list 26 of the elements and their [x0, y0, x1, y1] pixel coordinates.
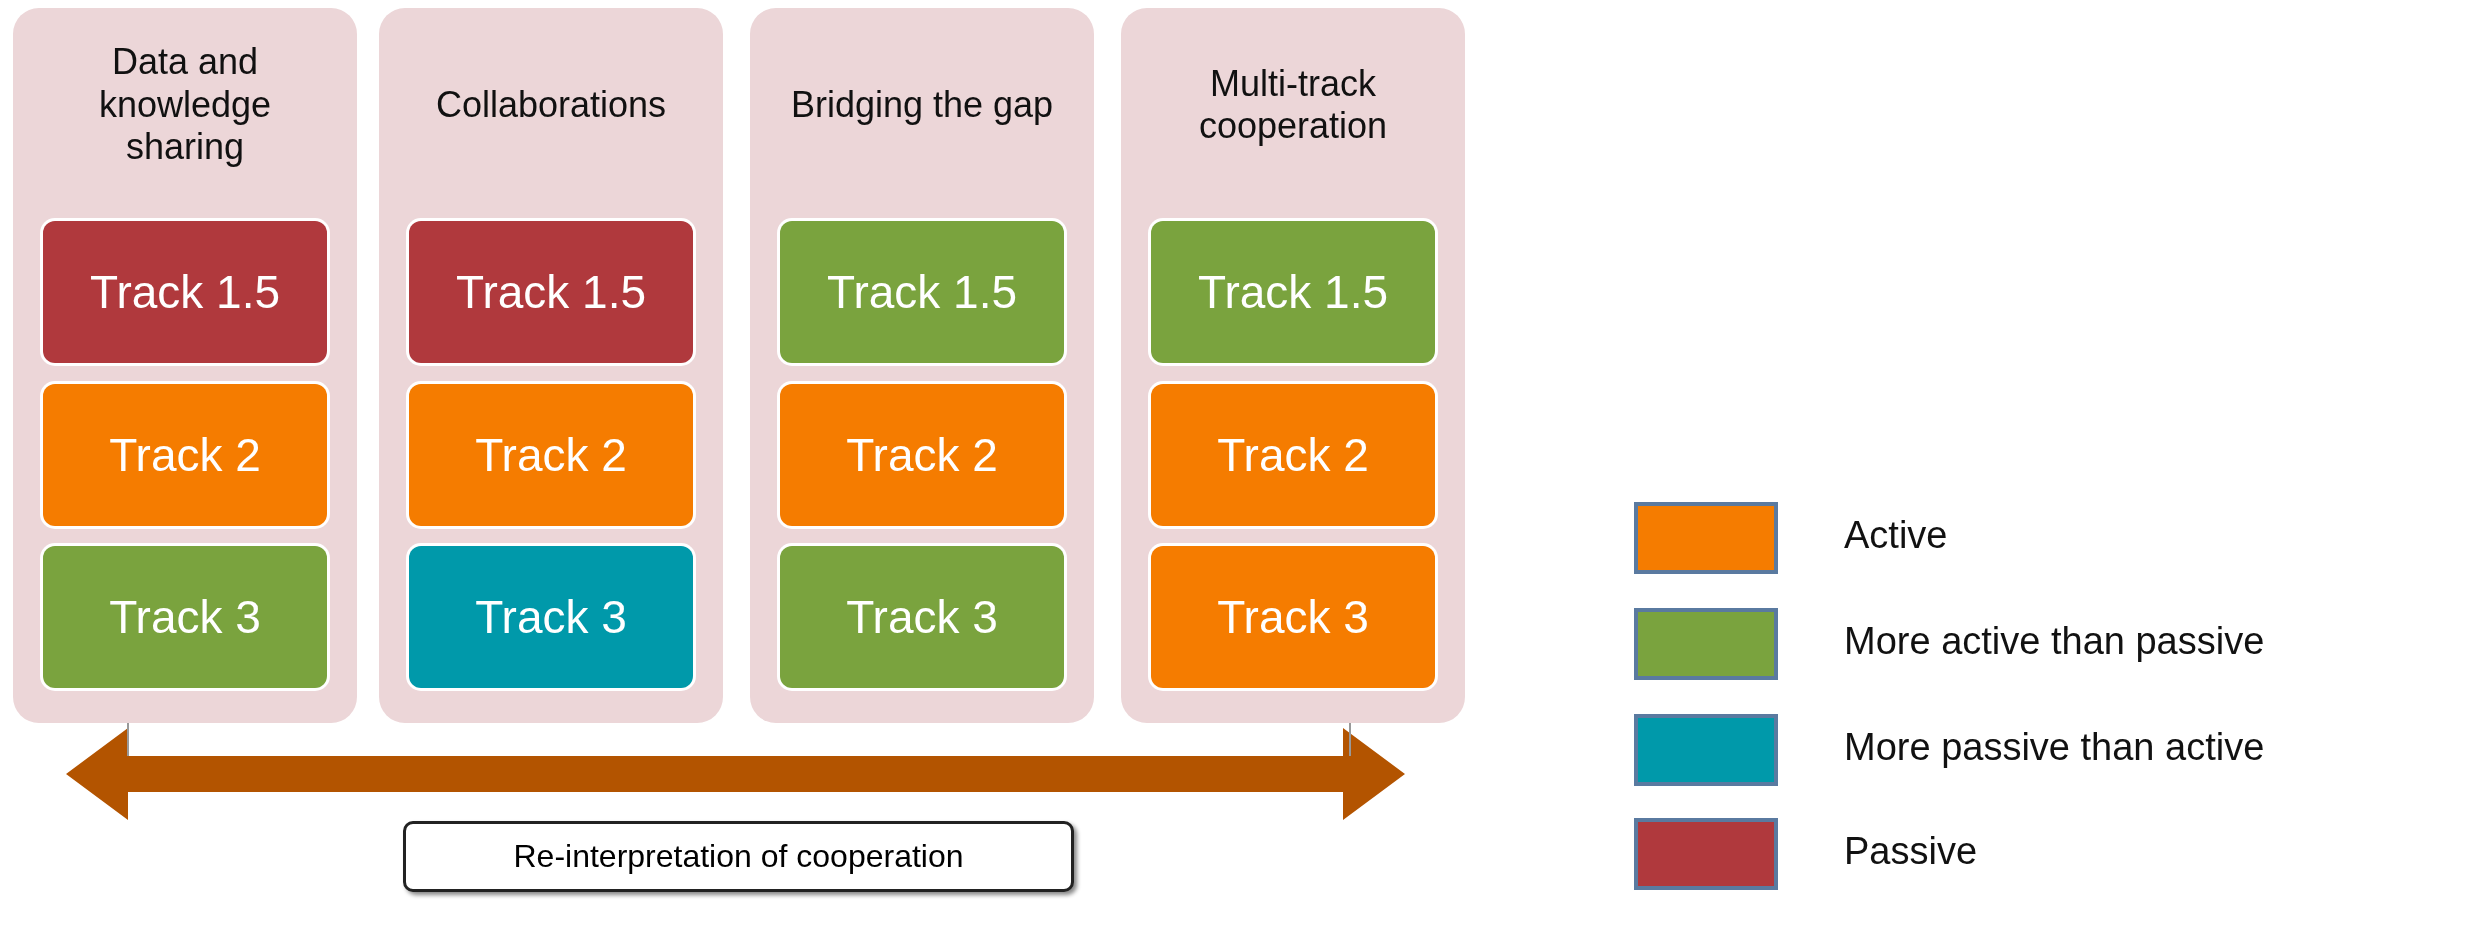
track-box: Track 2: [780, 384, 1064, 526]
panel-heading: Bridging the gap: [790, 83, 1054, 127]
category-panel: [13, 8, 357, 723]
legend-label: More active than passive: [1844, 620, 2265, 663]
track-box: Track 1.5: [43, 221, 327, 363]
category-panel: [379, 8, 723, 723]
track-box: Track 3: [1151, 546, 1435, 688]
panel-heading: Data and knowledge sharing: [97, 41, 273, 169]
legend-label: More passive than active: [1844, 726, 2265, 769]
track-box: Track 1.5: [1151, 221, 1435, 363]
category-panel: [750, 8, 1094, 723]
track-box: Track 2: [1151, 384, 1435, 526]
track-box: Track 2: [409, 384, 693, 526]
legend-label: Active: [1844, 514, 1948, 557]
track-box: Track 3: [780, 546, 1064, 688]
double-arrow: [66, 728, 1405, 820]
track-box: Track 3: [409, 546, 693, 688]
track-box: Track 1.5: [780, 221, 1064, 363]
panel-heading: Collaborations: [435, 83, 667, 127]
track-box: Track 1.5: [409, 221, 693, 363]
category-panel: [1121, 8, 1465, 723]
track-box: Track 2: [43, 384, 327, 526]
legend-label: Passive: [1844, 830, 1978, 873]
caption-box: Re-interpretation of cooperation: [403, 821, 1074, 892]
track-box: Track 3: [43, 546, 327, 688]
panel-heading: Multi-track cooperation: [1197, 62, 1389, 148]
